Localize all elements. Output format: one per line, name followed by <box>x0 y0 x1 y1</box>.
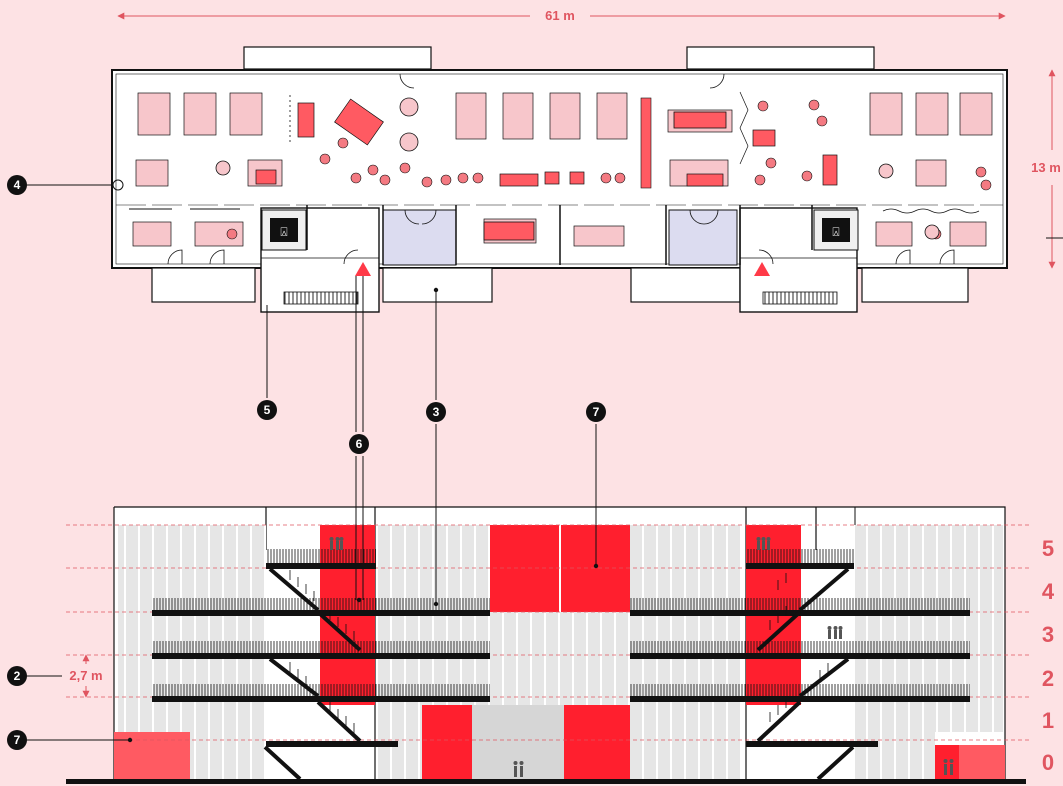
marker-2: 2 <box>7 666 27 686</box>
glass-meeting-room <box>382 209 457 266</box>
floor-number: 1 <box>1042 708 1054 733</box>
conference-table <box>483 111 727 241</box>
balcony <box>630 267 741 303</box>
depth-label: 13 m <box>1031 160 1061 175</box>
marker-7-top: 7 <box>586 402 606 422</box>
roof-box-left <box>243 46 432 70</box>
floor-number: 5 <box>1042 536 1054 561</box>
stair-runs <box>263 567 855 781</box>
facade-panel <box>630 705 742 779</box>
floor-plan: ⍓ ⍓ <box>111 46 1008 313</box>
round-tables <box>215 97 940 240</box>
floor-height-dimension: 2,7 m <box>69 654 103 698</box>
exit-arrow-right <box>754 262 770 276</box>
exit-arrow-left <box>355 262 371 276</box>
marker-6: 6 <box>349 434 369 454</box>
elevator-icon: ⍓ <box>832 225 839 239</box>
svg-text:5: 5 <box>264 403 271 417</box>
lounge-chairs <box>226 99 992 240</box>
stair-balusters <box>289 570 829 733</box>
svg-text:7: 7 <box>593 405 600 419</box>
lobby <box>472 705 564 779</box>
svg-text:7: 7 <box>14 733 21 747</box>
building-section <box>66 506 1030 784</box>
facade-panel <box>118 612 266 732</box>
balcony <box>151 267 256 303</box>
leader-dots <box>127 287 599 743</box>
floor-numbers: 5 4 3 2 1 0 <box>1042 536 1055 775</box>
ground-line <box>66 779 1026 784</box>
marker-3: 3 <box>426 402 446 422</box>
marker-7-bottom: 7 <box>7 730 27 750</box>
floor-height-label: 2,7 m <box>69 668 102 683</box>
svg-text:3: 3 <box>433 405 440 419</box>
facade-panel <box>855 612 1003 732</box>
doors <box>167 73 955 265</box>
stair-tower-left <box>260 207 380 313</box>
facade-panel <box>855 732 935 779</box>
width-label: 61 m <box>545 8 575 23</box>
facade-panel <box>855 525 1003 612</box>
floor-number: 4 <box>1042 579 1055 604</box>
lounge-furniture <box>255 98 838 187</box>
leader-lines <box>26 179 597 741</box>
floor-number: 2 <box>1042 666 1054 691</box>
depth-dimension: 13 m <box>1031 69 1063 269</box>
floor-number: 3 <box>1042 622 1054 647</box>
svg-text:2: 2 <box>14 669 21 683</box>
people-silhouettes <box>329 537 954 777</box>
marker-5: 5 <box>257 400 277 420</box>
glass-meeting-room <box>668 209 738 266</box>
balcony <box>861 267 969 303</box>
desk-clusters <box>132 92 993 247</box>
floor-number: 0 <box>1042 750 1054 775</box>
facade-panel <box>190 732 266 779</box>
facade-panel <box>490 612 630 705</box>
svg-text:4: 4 <box>14 178 21 192</box>
interior-walls <box>306 205 813 265</box>
facade-panel <box>118 525 266 612</box>
storage-shelves <box>640 97 652 189</box>
width-dimension: 61 m <box>117 8 1006 23</box>
marker-4: 4 <box>7 175 27 195</box>
roof-box-right <box>686 46 875 70</box>
balcony <box>382 267 493 303</box>
elevator-icon: ⍓ <box>280 225 287 239</box>
svg-text:6: 6 <box>356 437 363 451</box>
